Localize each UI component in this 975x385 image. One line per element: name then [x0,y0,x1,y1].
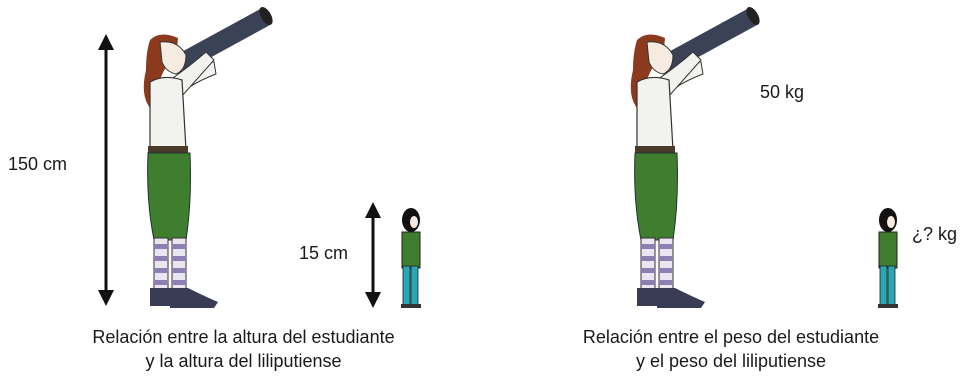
height-caption-line2: y la altura del liliputiense [145,351,342,371]
weight-caption-line2: y el peso del liliputiense [635,351,827,371]
height-caption: Relación entre la altura del estudiante … [0,325,487,373]
student-weight-label: 50 kg [760,82,805,102]
student-figure-body [630,6,760,308]
lilliputian-height-arrow [365,202,381,308]
lilliputian-figure [401,208,421,308]
weight-comparison-panel: 50 kg ¿? kg Relación entre el peso del e… [487,0,975,385]
lilliputian-weight-label: ¿? kg [912,224,958,244]
weight-caption-line1: Relación entre el peso del estudiante [582,327,880,347]
height-illustration [98,6,421,308]
student-figure [143,6,273,308]
lilliputian-figure [878,208,898,308]
student-height-arrow [98,34,114,306]
lilliputian-height-label: 15 cm [299,243,349,263]
weight-illustration [630,6,898,308]
height-caption-line1: Relación entre la altura del estudiante [92,327,395,347]
weight-caption: Relación entre el peso del estudiante y … [487,325,975,373]
student-height-label: 150 cm [8,154,68,174]
height-comparison-panel: 150 cm 15 cm Relación entre la altura de… [0,0,487,385]
